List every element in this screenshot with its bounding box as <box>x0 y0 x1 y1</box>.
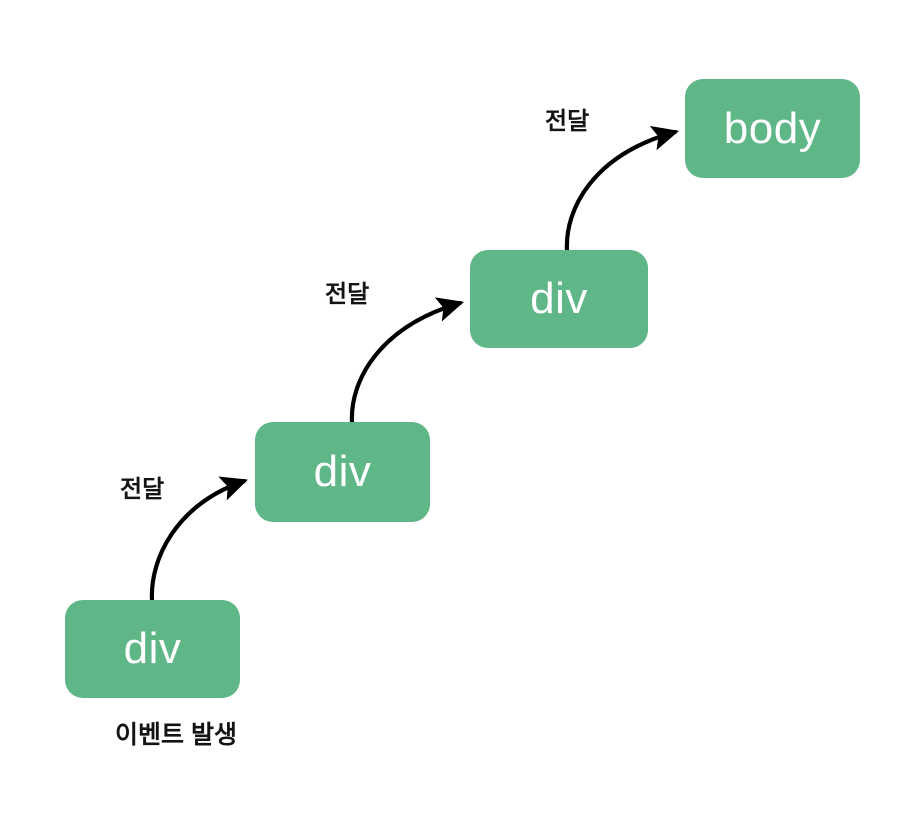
node-div-parent-2[interactable]: div <box>470 250 648 348</box>
node-div-source[interactable]: div <box>65 600 240 698</box>
node-div-source-label: div <box>123 624 182 673</box>
edge-label-parent1-to-parent2: 전달 <box>325 281 370 308</box>
node-div-parent-1[interactable]: div <box>255 422 430 522</box>
edge-label-source-to-parent1: 전달 <box>120 476 165 503</box>
node-body[interactable]: body <box>685 79 860 178</box>
caption-event-origin: 이벤트 발생 <box>115 721 237 749</box>
node-div-parent-2-label: div <box>530 274 588 323</box>
edge-label-parent2-to-body: 전달 <box>545 108 590 135</box>
arrow-path-parent1-to-parent2 <box>349 297 465 425</box>
arrow-path-parent2-to-body <box>564 125 680 253</box>
node-body-label: body <box>723 103 822 153</box>
arrow-path-source-to-parent1 <box>149 476 248 603</box>
node-div-parent-1-label: div <box>313 447 372 496</box>
